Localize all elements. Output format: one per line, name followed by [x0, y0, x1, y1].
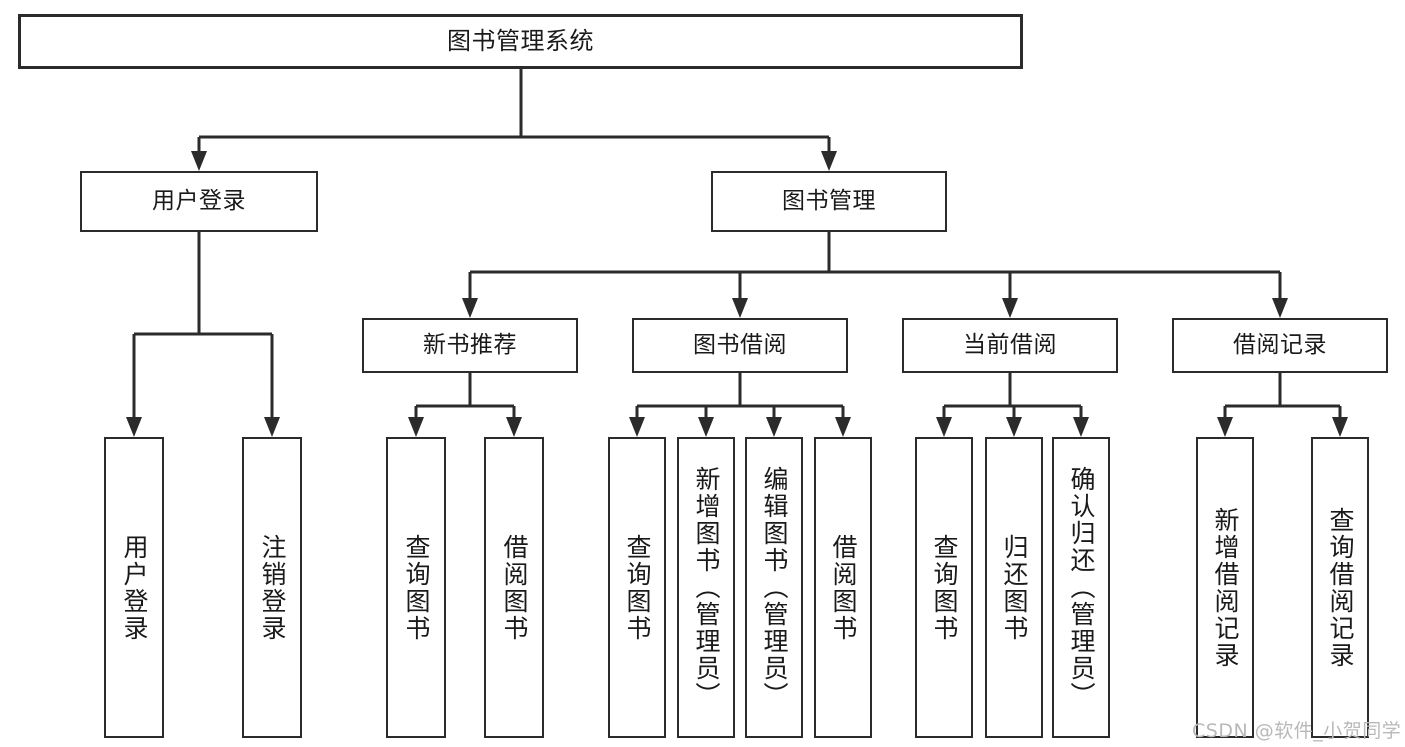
node-label-leaf-borrow-book-2: 借阅图书	[829, 533, 858, 642]
connector-arrowheads	[126, 151, 1348, 437]
conn-book-manage-arrowhead-2	[1002, 298, 1018, 318]
node-label-current-borrow: 当前借阅	[963, 331, 1057, 358]
conn-book-borrow-arrowhead-1	[698, 417, 714, 437]
node-book-manage[interactable]: 图书管理	[711, 171, 947, 232]
conn-current-borrow-arrowhead-0	[936, 417, 952, 437]
node-label-leaf-edit-book: 编辑图书（管理员）	[760, 466, 789, 709]
node-leaf-query-book-2[interactable]: 查询图书	[608, 437, 666, 738]
conn-user-login-arrowhead-1	[264, 417, 280, 437]
conn-borrow-record-arrowhead-0	[1217, 417, 1233, 437]
conn-current-borrow-arrowhead-2	[1073, 417, 1089, 437]
node-label-leaf-query-book-3: 查询图书	[930, 533, 959, 642]
node-label-leaf-user-login: 用户登录	[120, 533, 149, 642]
node-label-user-login: 用户登录	[152, 187, 246, 214]
node-label-leaf-query-book-2: 查询图书	[623, 533, 652, 642]
node-label-root: 图书管理系统	[447, 27, 594, 56]
conn-book-borrow-arrowhead-0	[629, 417, 645, 437]
node-leaf-return-book[interactable]: 归还图书	[985, 437, 1043, 738]
conn-current-borrow-arrowhead-1	[1006, 417, 1022, 437]
node-current-borrow[interactable]: 当前借阅	[902, 318, 1118, 373]
node-label-leaf-confirm-return: 确认归还（管理员）	[1067, 466, 1096, 709]
conn-new-book-arrowhead-1	[506, 417, 522, 437]
node-leaf-confirm-return[interactable]: 确认归还（管理员）	[1052, 437, 1110, 738]
node-root[interactable]: 图书管理系统	[18, 14, 1023, 69]
conn-borrow-record-arrowhead-1	[1332, 417, 1348, 437]
node-new-book-recommend[interactable]: 新书推荐	[362, 318, 578, 373]
node-leaf-borrow-book-2[interactable]: 借阅图书	[814, 437, 872, 738]
node-leaf-user-login[interactable]: 用户登录	[104, 437, 164, 738]
conn-root-arrowhead-1	[821, 151, 837, 171]
node-leaf-logout[interactable]: 注销登录	[242, 437, 302, 738]
node-label-book-borrow: 图书借阅	[693, 331, 787, 358]
node-leaf-add-book[interactable]: 新增图书（管理员）	[677, 437, 735, 738]
conn-book-borrow-arrowhead-3	[835, 417, 851, 437]
node-label-borrow-record: 借阅记录	[1233, 331, 1327, 358]
node-leaf-edit-book[interactable]: 编辑图书（管理员）	[745, 437, 803, 738]
conn-book-manage-arrowhead-3	[1272, 298, 1288, 318]
node-label-leaf-return-book: 归还图书	[1000, 533, 1029, 642]
node-label-book-manage: 图书管理	[782, 187, 876, 214]
node-borrow-record[interactable]: 借阅记录	[1172, 318, 1388, 373]
node-label-leaf-logout: 注销登录	[258, 533, 287, 642]
node-label-leaf-add-book: 新增图书（管理员）	[692, 466, 721, 709]
node-book-borrow[interactable]: 图书借阅	[632, 318, 848, 373]
node-label-leaf-query-record: 查询借阅记录	[1326, 506, 1355, 669]
node-leaf-query-book-1[interactable]: 查询图书	[386, 437, 446, 738]
conn-book-manage-arrowhead-1	[732, 298, 748, 318]
node-label-leaf-add-record: 新增借阅记录	[1211, 506, 1240, 669]
conn-root-arrowhead-0	[191, 151, 207, 171]
connector-lines	[132, 69, 1342, 417]
conn-book-manage-arrowhead-0	[462, 298, 478, 318]
node-label-new-book-recommend: 新书推荐	[423, 331, 517, 358]
conn-book-borrow-arrowhead-2	[766, 417, 782, 437]
node-label-leaf-borrow-book-1: 借阅图书	[500, 533, 529, 642]
node-label-leaf-query-book-1: 查询图书	[402, 533, 431, 642]
conn-user-login-arrowhead-0	[126, 417, 142, 437]
node-leaf-query-book-3[interactable]: 查询图书	[915, 437, 973, 738]
node-user-login[interactable]: 用户登录	[80, 171, 318, 232]
node-leaf-query-record[interactable]: 查询借阅记录	[1311, 437, 1369, 738]
node-leaf-borrow-book-1[interactable]: 借阅图书	[484, 437, 544, 738]
node-leaf-add-record[interactable]: 新增借阅记录	[1196, 437, 1254, 738]
conn-new-book-arrowhead-0	[408, 417, 424, 437]
